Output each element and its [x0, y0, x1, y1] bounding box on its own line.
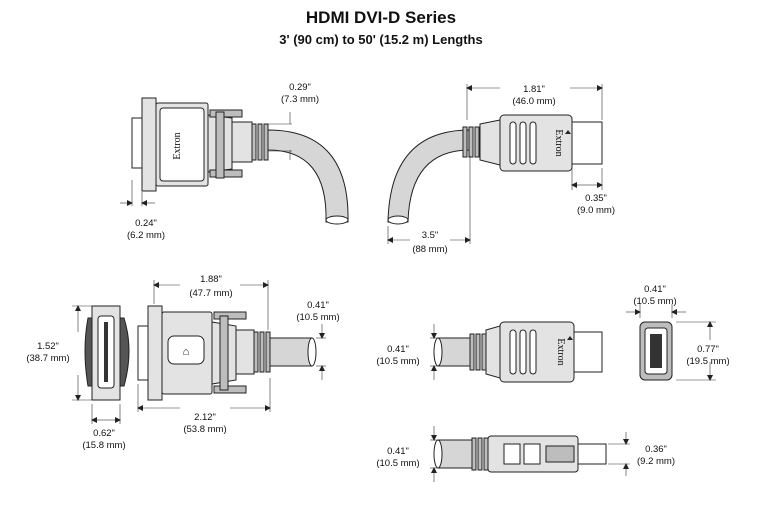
dim-dvi-total-in: 2.12" — [194, 412, 216, 423]
dim-hdmi-face-height-mm: (19.5 mm) — [686, 356, 729, 367]
diagram-subtitle: 3' (90 cm) to 50' (15.2 m) Lengths — [279, 32, 483, 47]
dvi-face-view: 1.52" (38.7 mm) 0.62" (15.8 mm) — [26, 305, 130, 451]
dim-dvi-top-cable-mm: (7.3 mm) — [281, 94, 319, 105]
dim-dvi-face-depth-in: 0.62" — [93, 428, 115, 439]
dim-hdmi-plug-mm: (9.0 mm) — [577, 205, 615, 216]
dim-dvi-flange-in: 0.24" — [135, 218, 157, 229]
dim-dvi-top-cable-in: 0.29" — [289, 82, 311, 93]
hdmi-side-view: Extron 0.41" (10.5 mm) — [376, 321, 603, 383]
dim-hdmi-face-width-mm: (10.5 mm) — [633, 296, 676, 307]
dim-dvi-flange-mm: (6.2 mm) — [127, 230, 165, 241]
dim-dvi-body-mm: (47.7 mm) — [189, 288, 232, 299]
hdmi-bent-cable — [387, 129, 471, 223]
brand-logo-hdmi-side: Extron — [555, 338, 566, 365]
dim-hdmi-bottom-plug-mm: (9.2 mm) — [637, 456, 675, 467]
dim-dvi-cable-mm: (10.5 mm) — [296, 312, 339, 323]
diagram-title: HDMI DVI-D Series — [305, 8, 457, 27]
dim-bend-radius-mm: (88 mm) — [412, 244, 447, 255]
dim-hdmi-bottom-cable-in: 0.41" — [387, 446, 409, 457]
dim-dvi-total-mm: (53.8 mm) — [183, 424, 226, 435]
dvi-side-view: ⌂ 1.88" (47.7 mm) 0.41" (10.5 mm) 2.12" … — [137, 274, 340, 435]
dvi-bent-cable — [267, 129, 349, 223]
hdmi-face-view: 0.41" (10.5 mm) 0.77" (19.5 mm) — [626, 284, 730, 381]
dim-hdmi-bottom-plug-in: 0.36" — [645, 444, 667, 455]
hdmi-bottom-view: 0.41" (10.5 mm) 0.36" (9.2 mm) — [376, 426, 675, 482]
dim-dvi-face-height-in: 1.52" — [37, 341, 59, 352]
dim-dvi-face-depth-mm: (15.8 mm) — [82, 440, 125, 451]
dim-hdmi-side-height-mm: (10.5 mm) — [376, 356, 419, 367]
dim-hdmi-length-in: 1.81" — [523, 84, 545, 95]
dim-bend-radius-in: 3.5" — [422, 230, 439, 241]
dim-hdmi-face-width-in: 0.41" — [644, 284, 666, 295]
dim-hdmi-length-mm: (46.0 mm) — [512, 96, 555, 107]
dim-hdmi-side-height-in: 0.41" — [387, 344, 409, 355]
dim-hdmi-face-height-in: 0.77" — [697, 344, 719, 355]
cable-end — [325, 215, 349, 225]
dim-hdmi-plug-in: 0.35" — [585, 193, 607, 204]
dvi-connector-top-view: Extron 0.29" (7.3 mm) 0.24" (6.2 mm) — [120, 82, 349, 241]
dim-dvi-face-height-mm: (38.7 mm) — [26, 353, 69, 364]
svg-text:⌂: ⌂ — [183, 346, 190, 358]
dim-hdmi-bottom-cable-mm: (10.5 mm) — [376, 458, 419, 469]
brand-logo-hdmi-top: Extron — [553, 129, 564, 156]
brand-logo-dvi-top: Extron — [172, 132, 183, 159]
dim-dvi-cable-in: 0.41" — [307, 300, 329, 311]
dim-dvi-body-in: 1.88" — [200, 274, 222, 285]
dvi-side-cable — [269, 337, 313, 367]
hdmi-connector-top-view: Extron 1.81" (46.0 mm) 0.35" (9.0 mm) 3.… — [387, 84, 615, 255]
